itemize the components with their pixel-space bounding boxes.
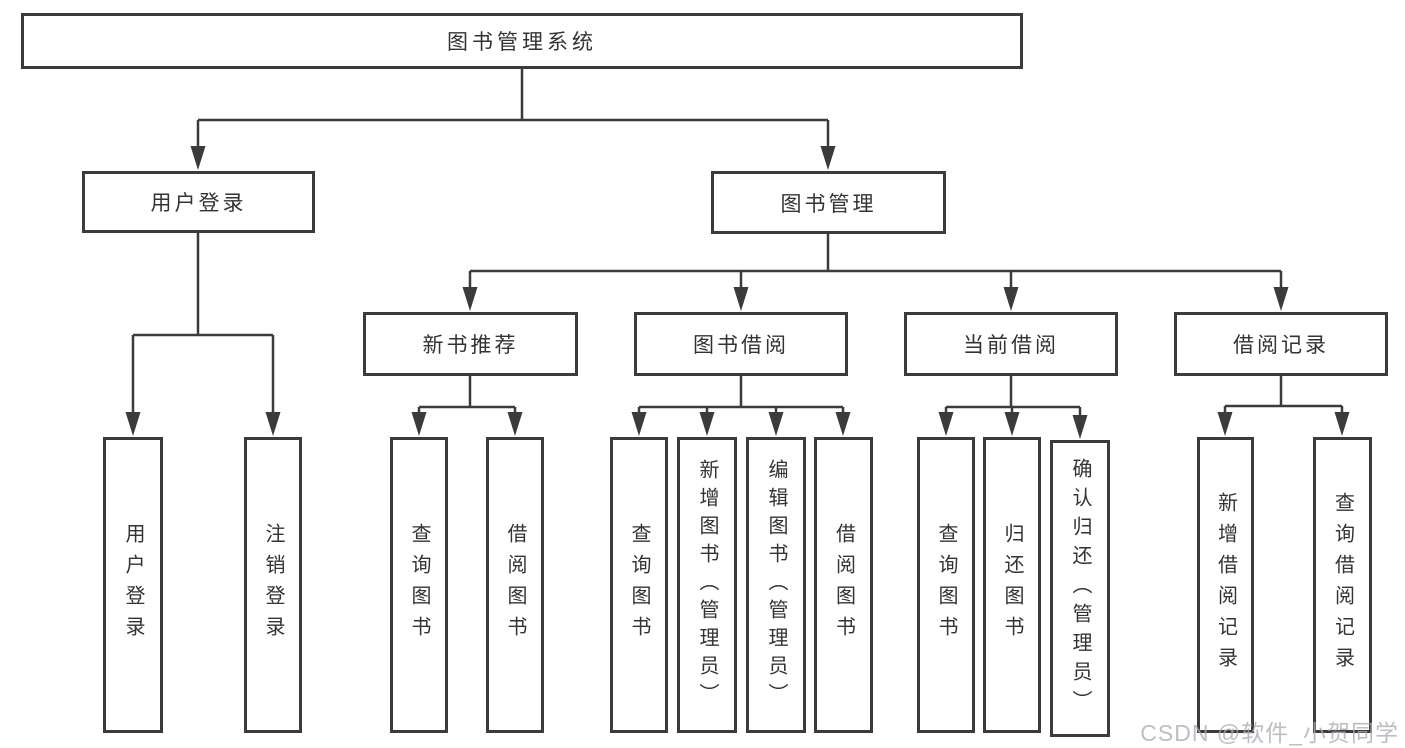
node-label: 用户登录 [122,523,144,647]
node-label: 新增图书（管理员） [696,459,718,711]
node-label: 图书借阅 [693,334,789,357]
arrowhead [699,412,715,436]
node-label: 借阅记录 [1233,334,1329,357]
node-leaf-query-books-1: 查询图书 [390,437,448,733]
arrowhead [1273,287,1289,311]
arrowhead [462,287,478,311]
arrowhead [1004,412,1020,436]
arrowhead [125,412,141,436]
arrowhead [1334,412,1350,436]
arrowhead [820,146,836,170]
arrowhead [190,146,206,170]
node-new-book-recommendation: 新书推荐 [363,312,578,376]
node-leaf-return-book: 归还图书 [983,437,1041,733]
node-label: 归还图书 [1001,523,1023,647]
csdn-watermark: CSDN @软件_小贺同学 [1140,720,1399,746]
node-book-borrowing: 图书借阅 [634,312,848,376]
arrowhead [938,412,954,436]
node-leaf-borrow-books-1: 借阅图书 [486,437,544,733]
arrowhead [1003,287,1019,311]
node-label: 新书推荐 [422,334,519,357]
node-current-borrowing: 当前借阅 [904,312,1118,376]
node-label: 查询图书 [935,523,957,647]
node-label: 查询图书 [628,523,650,647]
node-leaf-add-borrow-record: 新增借阅记录 [1197,437,1254,733]
arrowhead [507,412,523,436]
node-leaf-query-books-2: 查询图书 [610,437,668,733]
node-leaf-logout: 注销登录 [244,437,302,733]
node-label: 借阅图书 [504,523,526,647]
arrowhead [835,412,851,436]
arrowhead [1072,415,1088,439]
node-leaf-edit-book-admin: 编辑图书（管理员） [746,437,806,733]
node-label: 注销登录 [262,523,284,647]
node-label: 图书管理 [780,192,877,216]
node-leaf-query-books-3: 查询图书 [917,437,975,733]
arrowhead [1217,412,1233,436]
node-leaf-borrow-books-2: 借阅图书 [814,437,873,733]
node-leaf-query-borrow-record: 查询借阅记录 [1313,437,1372,733]
node-leaf-user-login: 用户登录 [103,437,163,733]
node-label: 编辑图书（管理员） [765,459,787,711]
node-user-login: 用户登录 [82,171,315,233]
node-leaf-confirm-return-admin: 确认归还（管理员） [1050,440,1110,737]
node-label: 确认归还（管理员） [1069,458,1091,719]
node-leaf-add-book-admin: 新增图书（管理员） [677,437,737,733]
arrowhead [733,287,749,311]
node-label: 新增借阅记录 [1214,492,1237,678]
node-label: 用户登录 [150,192,247,215]
node-label: 查询图书 [408,523,430,647]
arrowhead [265,412,281,436]
node-label: 图书管理系统 [447,31,597,54]
node-label: 借阅图书 [832,523,855,647]
arrowhead [411,412,427,436]
arrowhead [631,412,647,436]
node-book-management: 图书管理 [711,171,946,234]
node-root-library-system: 图书管理系统 [21,13,1023,69]
node-label: 当前借阅 [963,334,1059,357]
node-borrowing-records: 借阅记录 [1174,312,1388,376]
node-label: 查询借阅记录 [1331,492,1354,678]
arrowhead [768,412,784,436]
